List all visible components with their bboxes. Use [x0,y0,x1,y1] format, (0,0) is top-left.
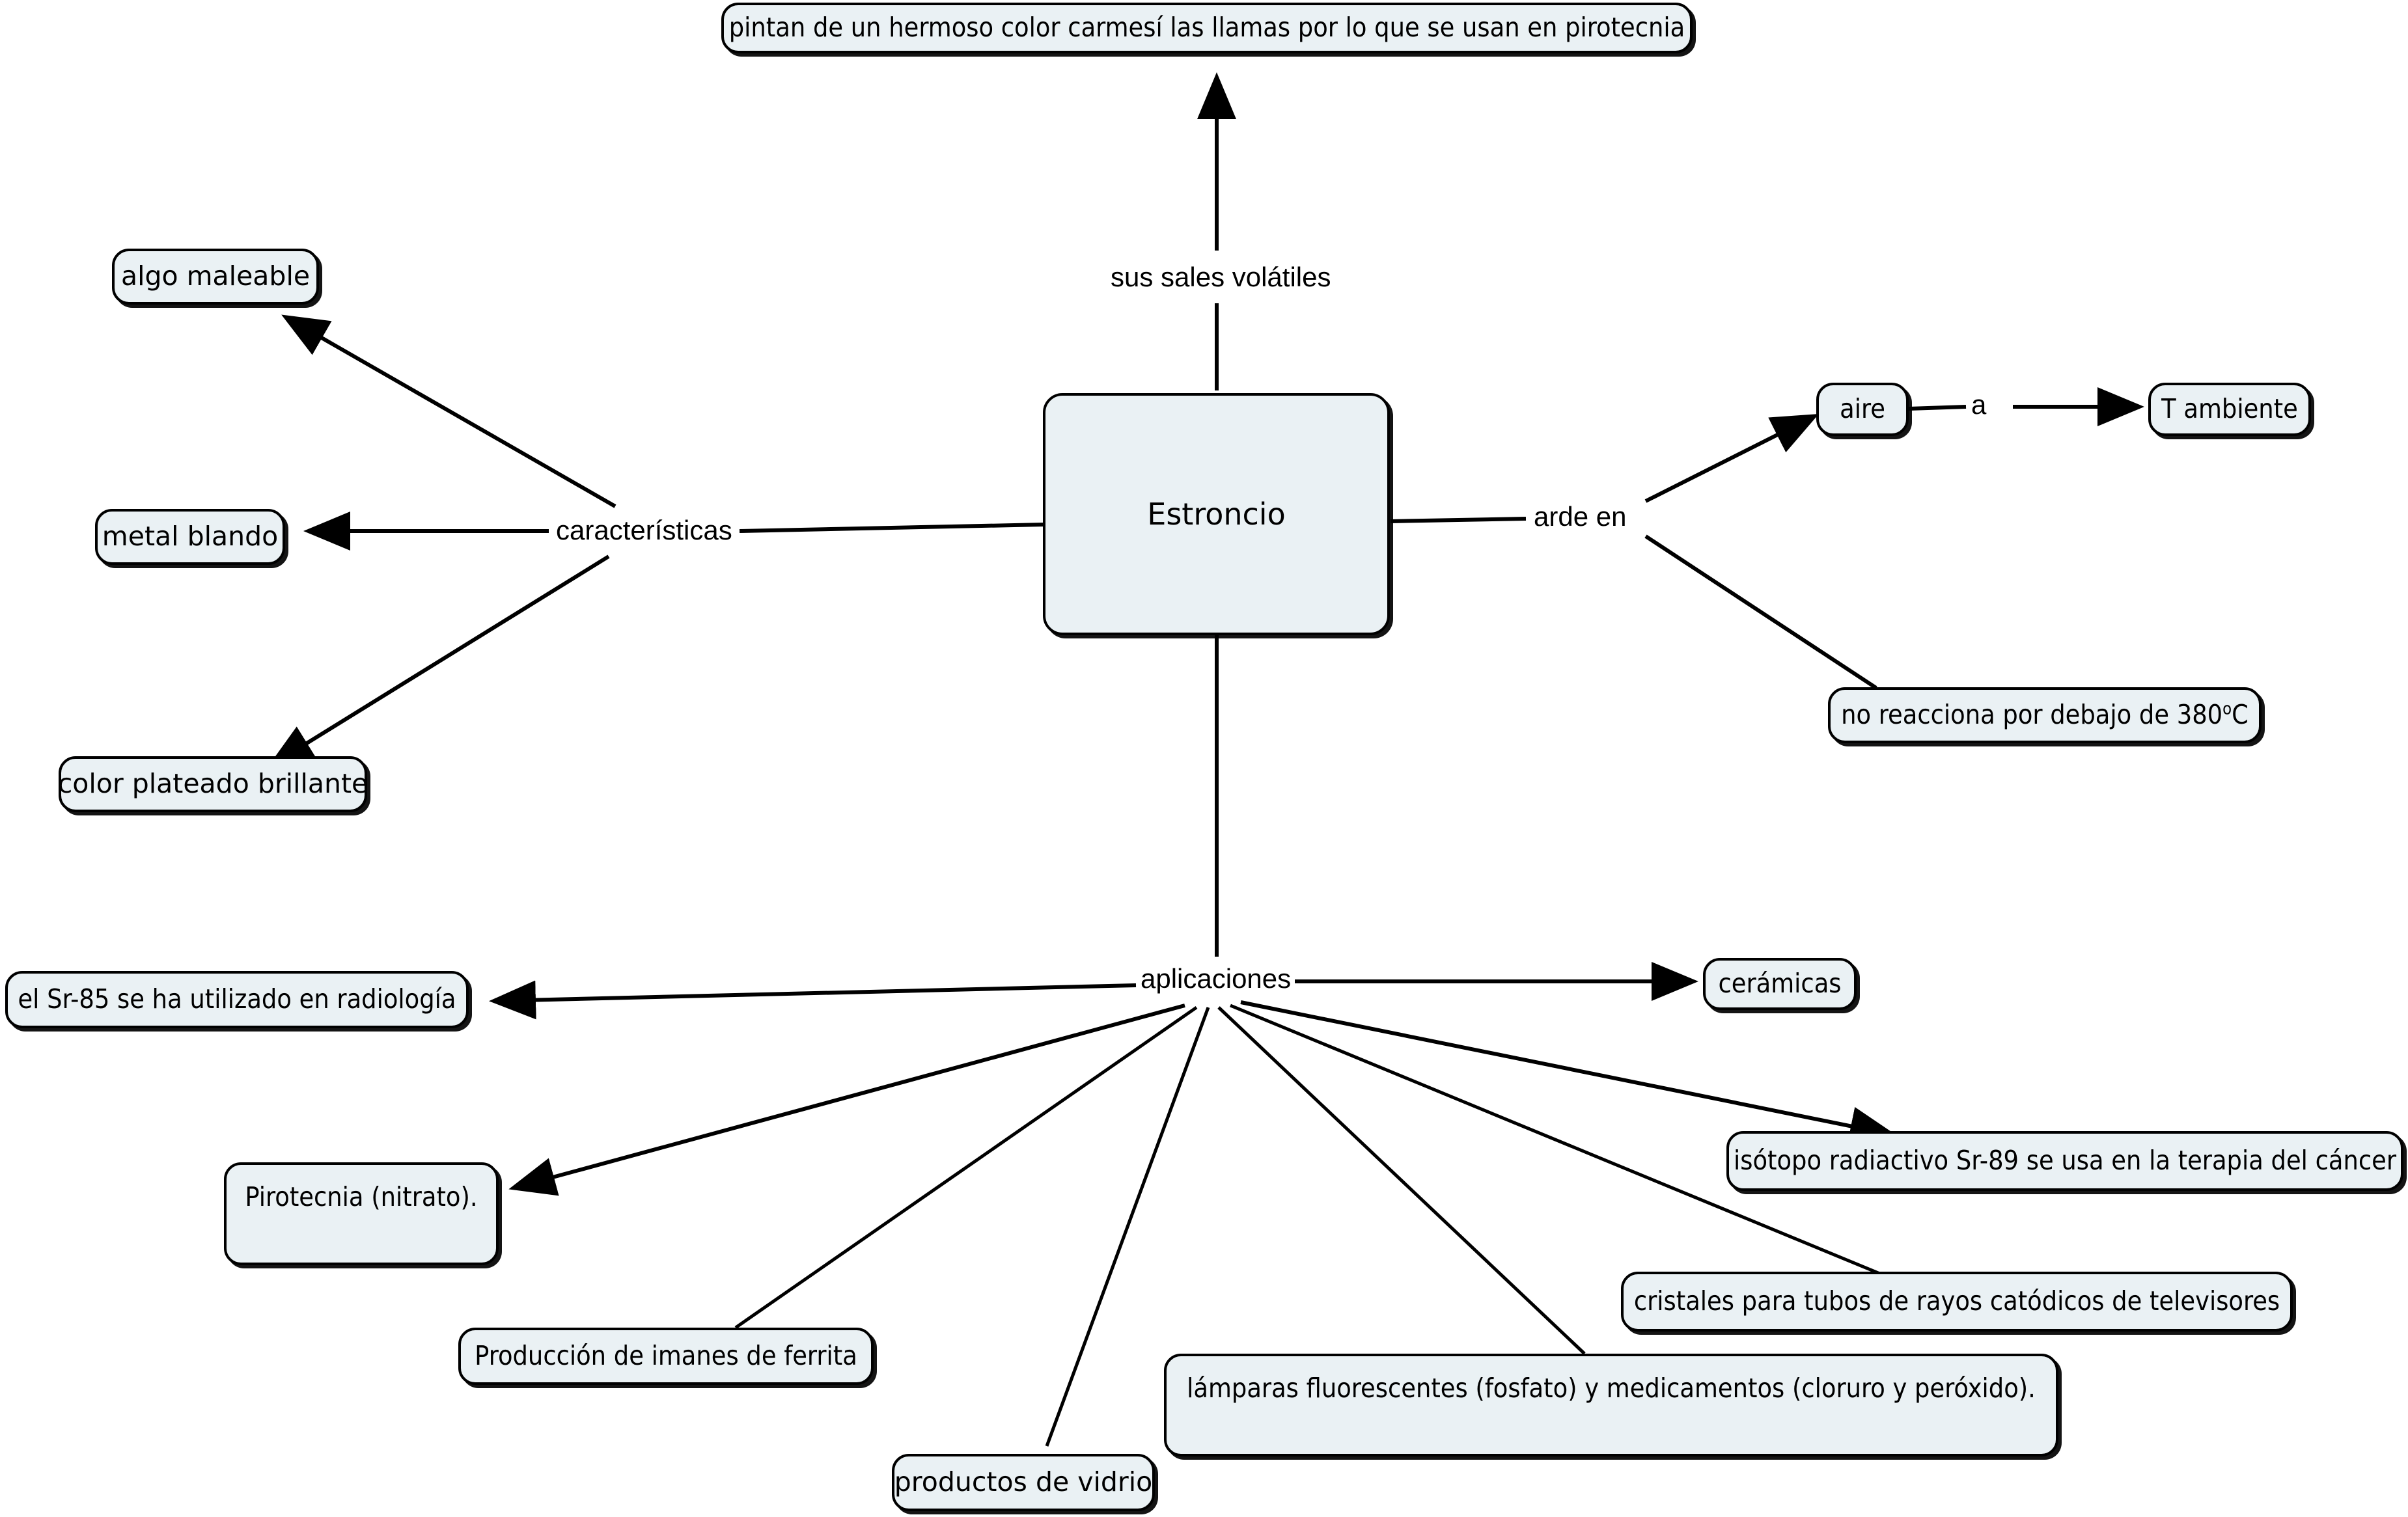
node-sr85-radiologia[interactable]: el Sr-85 se ha utilizado en radiología [5,971,469,1028]
node-label: productos de vidrio [894,1466,1153,1498]
node-no-reacciona-380c[interactable]: no reacciona por debajo de 380oC [1828,687,2262,743]
node-cristales-tubos-catodicos[interactable]: cristales para tubos de rayos catódicos … [1621,1272,2293,1332]
edge-aire-to-a [1908,405,1967,411]
node-label: T ambiente [2161,393,2298,425]
link-label-sus-sales-volatiles[interactable]: sus sales volátiles [1107,262,1335,292]
node-label: Pirotecnia (nitrato). [245,1181,478,1212]
edge-caracteristicas-to-color-plateado [267,554,610,768]
edge-aplicaciones-to-imanes [734,1005,1198,1330]
node-label: cristales para tubos de rayos catódicos … [1633,1285,2280,1317]
node-label: Estroncio [1147,496,1286,532]
node-label: isótopo radiactivo Sr-89 se usa en la te… [1733,1145,2397,1177]
node-metal-blando[interactable]: metal blando [95,509,285,565]
link-label-text: arde en [1534,501,1627,532]
node-algo-maleable[interactable]: algo maleable [112,249,319,305]
link-label-a[interactable]: a [1967,389,1991,420]
node-isotopo-sr89-cancer[interactable]: isótopo radiactivo Sr-89 se usa en la te… [1726,1131,2403,1191]
edge-aplicaciones-to-sr85 [489,980,1137,1020]
node-label: lámparas fluorescentes (fosfato) y medic… [1187,1373,2036,1404]
node-pirotecnia-nitrato[interactable]: Pirotecnia (nitrato). [224,1162,499,1265]
link-label-aplicaciones[interactable]: aplicaciones [1137,963,1295,994]
edge-arde-en-to-no-reacciona [1644,534,1877,690]
edge-caracteristicas-to-algo-maleable [281,314,616,508]
edge-aplicaciones-to-pirotecnia [508,1004,1185,1196]
link-label-text: a [1971,389,1987,420]
node-aire[interactable]: aire [1816,383,1909,436]
node-label: color plateado brillante [57,768,368,800]
link-label-text: aplicaciones [1141,963,1292,994]
link-label-caracteristicas[interactable]: características [552,515,736,545]
node-t-ambiente[interactable]: T ambiente [2148,383,2311,436]
node-label: el Sr-85 se ha utilizado en radiología [18,983,456,1015]
edge-aplicaciones-to-lamparas [1217,1006,1586,1355]
edge-root-to-arde-en [1390,517,1527,523]
node-label: metal blando [102,521,279,553]
node-pintan-carmesi[interactable]: pintan de un hermoso color carmesí las l… [721,3,1693,53]
edge-root-to-caracteristicas [739,523,1044,533]
node-label: no reacciona por debajo de 380oC [1841,698,2249,731]
node-label: Producción de imanes de ferrita [475,1340,857,1372]
degree-symbol: o [2222,698,2232,718]
link-label-text: sus sales volátiles [1111,262,1331,292]
node-estroncio-root[interactable]: Estroncio [1043,393,1390,635]
node-produccion-imanes-ferrita[interactable]: Producción de imanes de ferrita [458,1328,874,1385]
edge-arde-en-to-aire [1644,413,1820,503]
node-lamparas-fluorescentes[interactable]: lámparas fluorescentes (fosfato) y medic… [1164,1354,2058,1456]
node-productos-vidrio[interactable]: productos de vidrio [892,1454,1155,1511]
node-label: cerámicas [1718,968,1842,1000]
edge-aplicaciones-to-sr89 [1240,1000,1897,1145]
node-label: algo maleable [120,260,311,292]
node-ceramicas[interactable]: cerámicas [1703,958,1857,1010]
node-color-plateado-brillante[interactable]: color plateado brillante [57,756,368,812]
node-label: pintan de un hermoso color carmesí las l… [728,12,1685,44]
link-label-text: características [556,515,732,545]
node-label: aire [1840,393,1885,425]
link-label-arde-en[interactable]: arde en [1530,501,1631,532]
